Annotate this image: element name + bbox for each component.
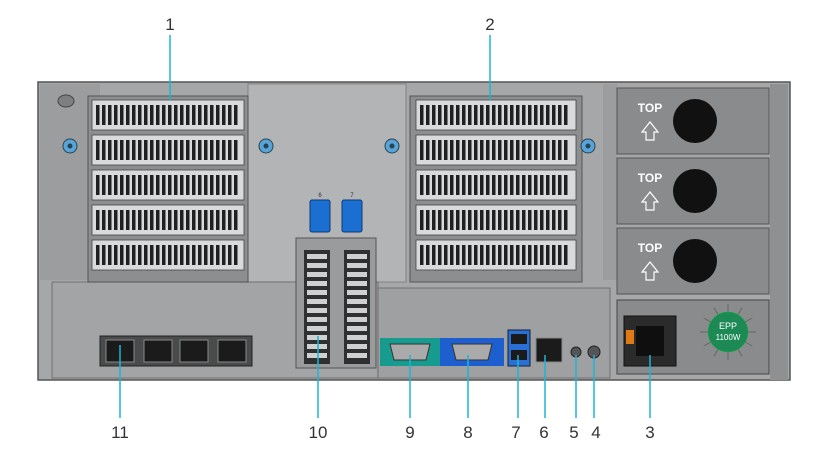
left-riser-slot-3	[91, 169, 245, 201]
power-supply-unit: EPP 1100W	[616, 299, 770, 375]
power-inlet-socket	[636, 326, 664, 356]
thumbscrew-3[interactable]	[384, 138, 400, 154]
thumbscrew-2[interactable]	[258, 138, 274, 154]
nic-port-4[interactable]	[217, 339, 247, 363]
psu-blank-hole-1	[673, 99, 717, 143]
badge-line-2: 1100W	[716, 333, 741, 342]
right-riser	[409, 95, 583, 283]
usb-port-1[interactable]	[511, 334, 527, 344]
psu-top-label-1: TOP	[638, 101, 662, 115]
thumbscrew-4[interactable]	[580, 138, 596, 154]
right-riser-slot-4	[415, 204, 577, 236]
callout-number-7: 7	[511, 423, 520, 442]
callout-number-3: 3	[645, 423, 654, 442]
right-ear	[770, 84, 788, 380]
release-tab-6[interactable]	[309, 199, 331, 233]
psu-blank-hole-2	[673, 169, 717, 213]
left-riser-slot-1	[91, 99, 245, 131]
slot-number-7: 7	[350, 193, 354, 199]
right-riser-slot-1	[415, 99, 577, 131]
callout-number-10: 10	[309, 423, 328, 442]
callout-number-4: 4	[591, 423, 600, 442]
psu-top-label-3: TOP	[638, 241, 662, 255]
callout-number-1: 1	[165, 15, 174, 34]
nic-port-2[interactable]	[143, 339, 173, 363]
retention-clip[interactable]	[626, 330, 634, 344]
callout-number-8: 8	[463, 423, 472, 442]
up-arrow-icon	[640, 261, 660, 281]
callout-number-11: 11	[111, 423, 129, 442]
callout-number-6: 6	[539, 423, 548, 442]
psu-blank-hole-3	[673, 239, 717, 283]
callout-number-9: 9	[405, 423, 414, 442]
psu-top-label-2: TOP	[638, 171, 662, 185]
psu-bays: TOP TOP TOP	[616, 87, 770, 295]
usb-port-2[interactable]	[511, 350, 527, 360]
callouts: 1 2 3 4 5 6 7 8 9 10 11	[111, 15, 655, 442]
right-riser-slot-3	[415, 169, 577, 201]
release-tab-7[interactable]	[341, 199, 363, 233]
right-riser-slot-5	[415, 239, 577, 271]
left-riser-slot-2	[91, 134, 245, 166]
network-ports	[99, 335, 253, 367]
slot-number-6: 6	[318, 193, 322, 199]
handle-hole	[57, 94, 75, 108]
nic-port-3[interactable]	[179, 339, 209, 363]
badge-line-1: EPP	[719, 321, 737, 331]
left-riser	[87, 95, 249, 283]
io-ports	[380, 329, 601, 367]
right-riser-slot-2	[415, 134, 577, 166]
up-arrow-icon	[640, 191, 660, 211]
center-riser: 6 7	[295, 193, 377, 369]
right-divider	[603, 84, 617, 280]
thumbscrew-1[interactable]	[62, 138, 78, 154]
up-arrow-icon	[640, 121, 660, 141]
callout-number-2: 2	[485, 15, 494, 34]
callout-number-5: 5	[569, 423, 578, 442]
left-riser-slot-5	[91, 239, 245, 271]
serial-port[interactable]	[389, 343, 431, 361]
vga-port[interactable]	[451, 343, 493, 361]
epp-badge	[707, 311, 749, 353]
idrac-port[interactable]	[535, 337, 563, 363]
left-riser-slot-4	[91, 204, 245, 236]
